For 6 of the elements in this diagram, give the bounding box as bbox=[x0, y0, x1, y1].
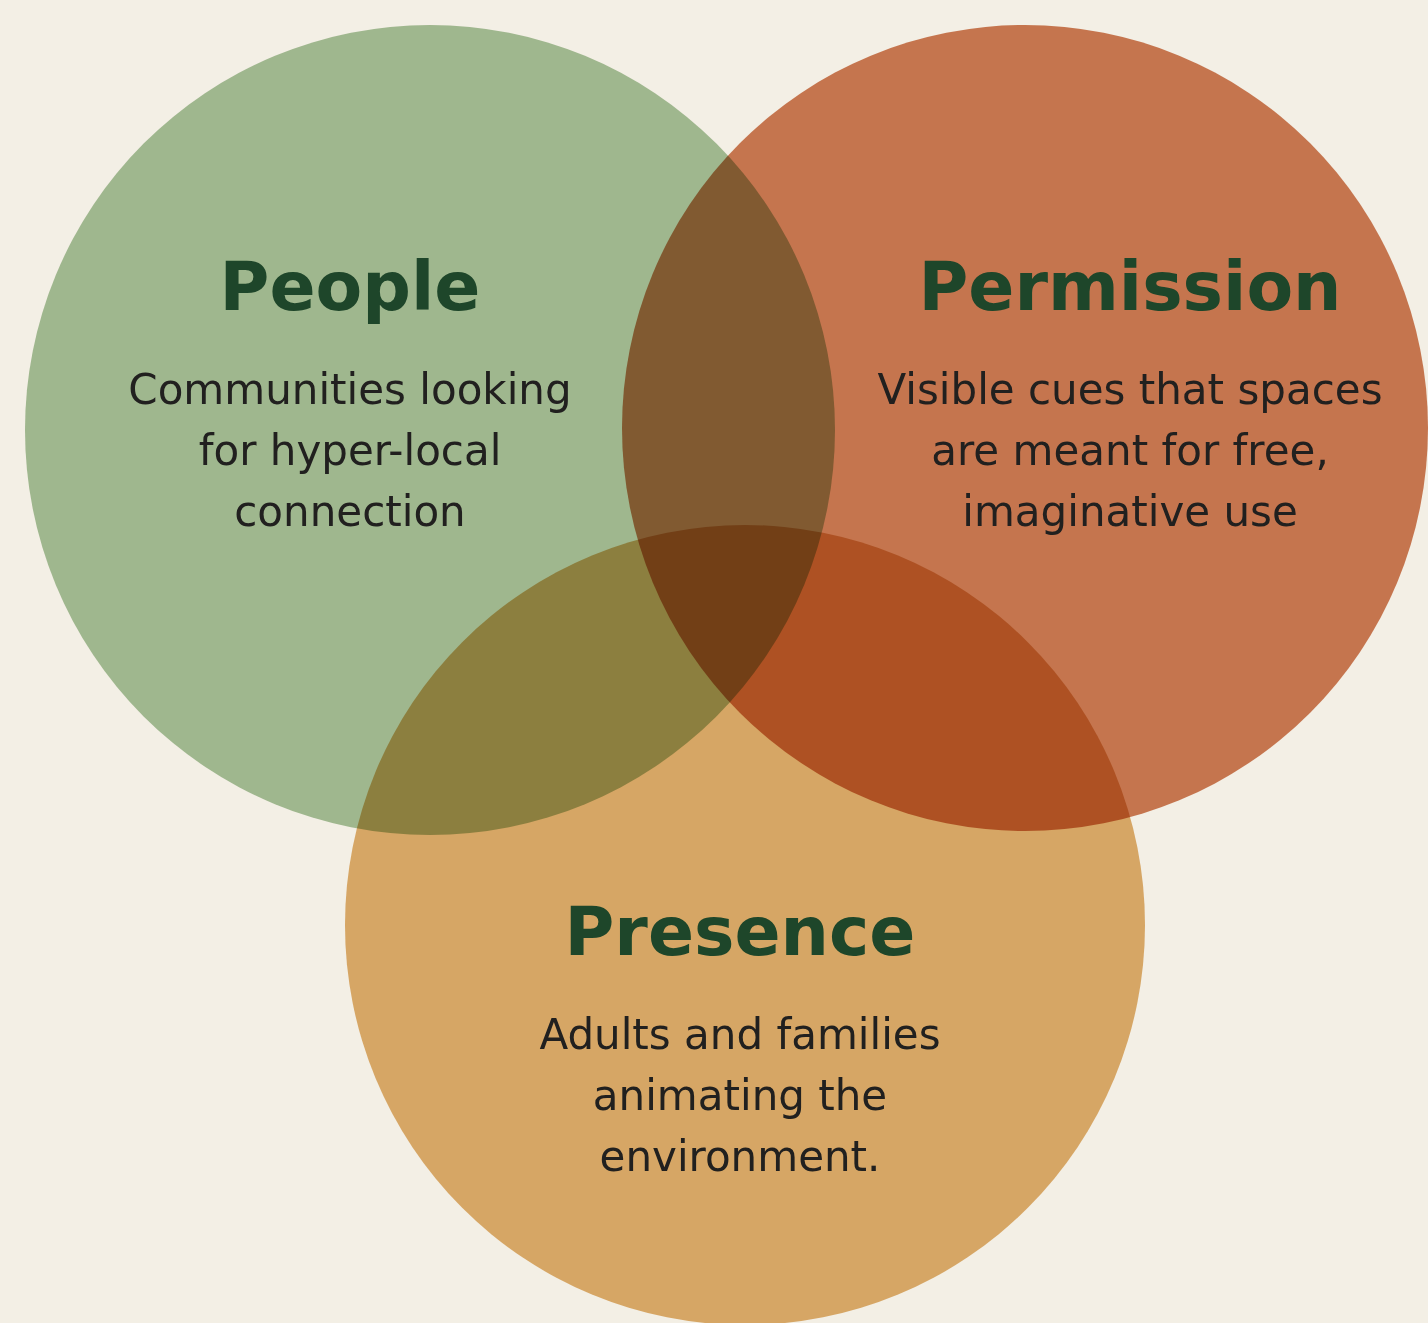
circle-description: Visible cues that spaces are meant for free, imaginative use bbox=[876, 364, 1384, 538]
circle-description: Communities looking for hyper-local connection bbox=[127, 364, 573, 538]
circle-heading: People bbox=[218, 250, 482, 325]
circle-description: Adults and families animating the environment. bbox=[538, 1009, 942, 1183]
circle-heading: Presence bbox=[563, 895, 917, 970]
circle-heading: Permission bbox=[917, 250, 1343, 325]
